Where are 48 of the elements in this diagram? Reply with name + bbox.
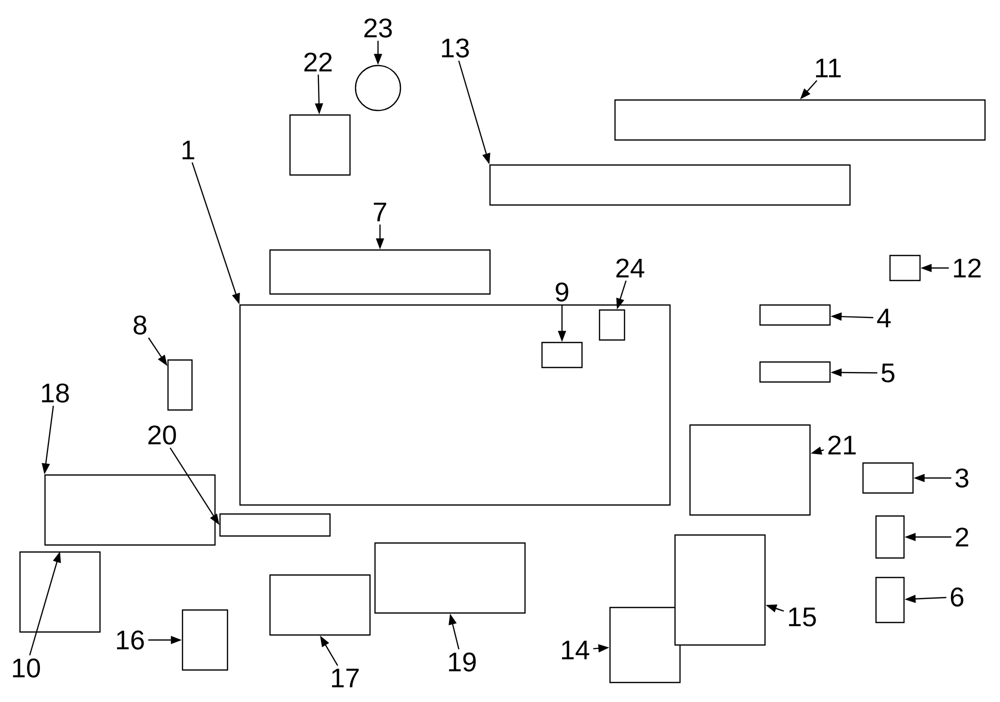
plate-holder [19, 551, 101, 633]
callout-number: 8 [134, 315, 146, 335]
bolt [875, 576, 905, 624]
trim-strip [269, 249, 491, 295]
callout-number: 14 [562, 640, 590, 660]
deflector [219, 513, 331, 537]
callout-number: 16 [117, 630, 144, 650]
callout-number: 15 [789, 608, 816, 626]
callout-number: 12 [954, 258, 981, 278]
bumper-cover [239, 304, 671, 506]
clip [862, 462, 914, 494]
callout-number: 23 [364, 18, 392, 38]
callout-number: 5 [882, 364, 894, 382]
park-sensor [289, 114, 351, 176]
sensor-ring [354, 64, 402, 112]
cap [541, 342, 583, 368]
callout-number: 11 [816, 58, 841, 78]
bracket [598, 309, 626, 341]
callout-number: 19 [449, 652, 476, 672]
callout-number: 4 [877, 308, 891, 328]
air-duct [689, 424, 811, 516]
callout-number: 2 [956, 528, 968, 546]
callout-number: 24 [616, 258, 644, 278]
grille [374, 542, 526, 614]
callout-number: 22 [304, 52, 332, 72]
callout-number: 6 [950, 587, 964, 607]
grille [269, 574, 371, 636]
sensor [609, 606, 681, 684]
reinforcement-bar [614, 99, 986, 141]
callout-number: 18 [42, 383, 69, 403]
callout-number: 7 [374, 202, 386, 222]
callout-number: 21 [828, 436, 856, 454]
callout-number: 13 [442, 38, 469, 58]
bracket [167, 359, 193, 411]
callout-number: 17 [332, 668, 359, 688]
bracket [759, 304, 831, 326]
nut [889, 254, 921, 282]
fog-lamp-cover [182, 609, 228, 671]
callout-number: 1 [182, 140, 194, 160]
callout-number: 10 [13, 658, 40, 678]
sensor-bracket [674, 534, 766, 646]
callout-number: 9 [556, 282, 568, 302]
callout-number: 20 [148, 425, 176, 445]
bracket [759, 361, 831, 383]
bolt [875, 515, 905, 559]
lower-grille [44, 474, 216, 546]
callout-number: 3 [956, 468, 968, 488]
absorber [489, 164, 851, 206]
